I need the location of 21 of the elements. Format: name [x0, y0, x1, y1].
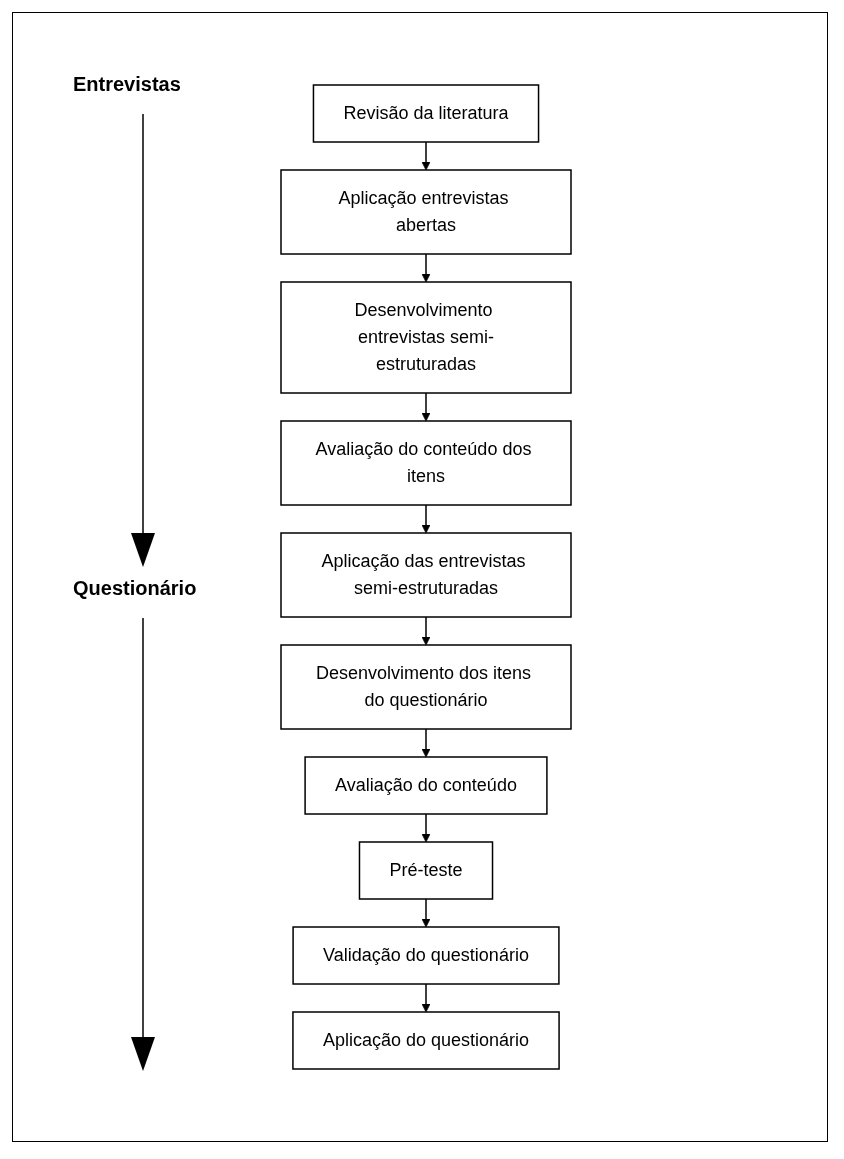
phase-label: Entrevistas — [73, 73, 181, 96]
node-box: Revisão da literatura — [312, 84, 540, 143]
node-box: Pré-teste — [358, 841, 494, 900]
phase-label: Questionário — [73, 577, 197, 600]
node-box: Desenvolvimento entrevistas semi-estruturadas — [280, 281, 572, 394]
node-box: Aplicação das entrevistas semi-estruturadas — [280, 532, 572, 618]
arrow — [421, 141, 431, 171]
arrow — [421, 728, 431, 758]
arrow — [421, 392, 431, 422]
arrow — [421, 504, 431, 534]
arrow — [421, 813, 431, 843]
node-box: Aplicação entrevistas abertas — [280, 169, 572, 255]
arrow — [421, 983, 431, 1013]
node-box: Avaliação do conteúdo — [304, 756, 548, 815]
node-box: Aplicação do questionário — [292, 1011, 560, 1070]
arrow — [421, 253, 431, 283]
arrow — [421, 616, 431, 646]
node-box: Desenvolvimento dos itens do questionário — [280, 644, 572, 730]
node-box: Avaliação do conteúdo dos itens — [280, 420, 572, 506]
arrow — [421, 898, 431, 928]
node-box: Validação do questionário — [292, 926, 560, 985]
